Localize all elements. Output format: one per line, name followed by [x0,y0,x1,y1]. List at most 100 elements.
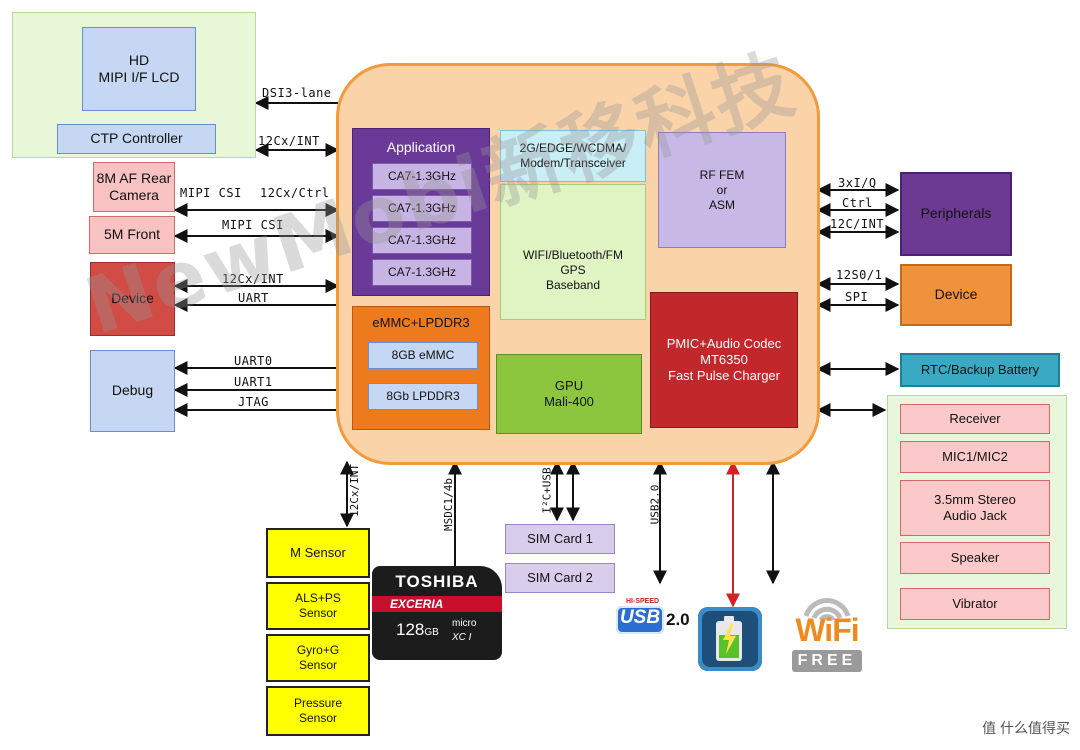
lpddr-box: 8Gb LPDDR3 [368,383,478,410]
sim-card-1-box: SIM Card 1 [505,524,615,554]
label-usb: USB2.0 [648,484,662,525]
receiver-box: Receiver [900,404,1050,434]
battery-glyph [698,607,762,671]
core-2-label: CA7-1.3GHz [387,201,457,215]
speaker-box: Speaker [900,542,1050,574]
sd-card-brand: TOSHIBA [395,572,479,591]
label-ctrl: Ctrl [842,196,873,210]
usb-logo-tag: HI-SPEED [626,598,660,605]
wifi-block: WIFI/Bluetooth/FM GPS Baseband [500,184,646,320]
wifi-line2: GPS [560,263,586,277]
usb-logo: HI-SPEED USB 2.0 [596,598,696,640]
emmc-label: 8GB eMMC [391,348,455,362]
label-msdc: MSDC1/4b [441,478,455,531]
label-uart: UART [238,291,269,305]
gyro-sensor-line2: Sensor [298,658,338,672]
emmc-box: 8GB eMMC [368,342,478,369]
rear-camera-line2: Camera [109,187,159,203]
core-3: CA7-1.3GHz [372,227,472,254]
label-spi: SPI [845,290,869,304]
pmic-line3: Fast Pulse Charger [668,368,780,384]
pressure-sensor-box: Pressure Sensor [266,686,370,736]
core-1-label: CA7-1.3GHz [387,169,457,183]
footer-logo: 值 什么值得买 [982,720,1070,736]
device-right-box: Device [900,264,1012,326]
rf-line2: or [716,182,728,197]
sd-card-line: EXCERIA [390,597,444,611]
pmic-block: PMIC+Audio Codec MT6350 Fast Pulse Charg… [650,292,798,428]
audio-jack-line2: Audio Jack [943,508,1007,523]
lpddr-label: 8Gb LPDDR3 [386,389,460,403]
device-right-label: Device [934,286,978,303]
sd-card-capacity-unit: GB [424,627,439,638]
receiver-label: Receiver [949,410,1001,426]
peripherals-box: Peripherals [900,172,1012,256]
rtc-label: RTC/Backup Battery [920,361,1040,377]
audio-jack-box: 3.5mm Stereo Audio Jack [900,480,1050,536]
sd-card-micro: micro [452,618,477,629]
als-sensor-line2: Sensor [298,606,338,620]
pmic-line2: MT6350 [700,351,748,367]
front-camera-box: 5M Front [89,216,175,254]
label-i2c-int-top: 12Cx/INT [258,134,320,148]
rf-line3: ASM [708,197,735,212]
battery-charge-icon [698,607,762,671]
hd-lcd-line1: HD [128,51,150,68]
gyro-sensor-box: Gyro+G Sensor [266,634,370,682]
core-2: CA7-1.3GHz [372,195,472,222]
core-3-label: CA7-1.3GHz [387,233,457,247]
label-i2c-int-dev: 12Cx/INT [222,272,284,286]
sim-card-2-label: SIM Card 2 [527,569,593,585]
wifi-waves-icon [803,598,851,622]
hd-lcd-line2: MIPI I/F LCD [98,69,180,85]
label-mipi-csi-2: MIPI CSI [222,218,284,232]
label-sensor-i2c: 12Cx/INT [347,464,361,517]
vibrator-label: Vibrator [952,595,998,611]
mic-box: MIC1/MIC2 [900,441,1050,473]
device-left-label: Device [111,290,154,307]
modem-block: 2G/EDGE/WCDMA/ Modem/Transceiver [500,130,646,182]
sd-card-band [372,596,502,612]
sim-card-1-label: SIM Card 1 [527,530,593,546]
core-4: CA7-1.3GHz [372,259,472,286]
speaker-label: Speaker [950,549,1000,565]
als-sensor-box: ALS+PS Sensor [266,582,370,630]
label-i2c-right: 12C/INT [830,217,885,231]
m-sensor-label: M Sensor [290,544,346,560]
pmic-line1: PMIC+Audio Codec [666,335,782,351]
pressure-sensor-line2: Sensor [298,711,338,725]
rf-block: RF FEM or ASM [658,132,786,248]
audio-jack-line1: 3.5mm Stereo [934,491,1016,507]
debug-box: Debug [90,350,175,432]
sd-card-capacity: 128GB [396,620,439,640]
label-iq: 3xI/Q [838,176,877,190]
rear-camera-line1: 8M AF Rear [96,169,172,186]
gyro-sensor-line1: Gyro+G [296,643,340,657]
rear-camera-box: 8M AF Rear Camera [93,162,175,212]
rtc-box: RTC/Backup Battery [900,353,1060,387]
modem-line1: 2G/EDGE/WCDMA/ [519,141,627,155]
usb-logo-version: 2.0 [666,610,690,629]
gpu-line2: Mali-400 [544,394,594,409]
sim-card-2-box: SIM Card 2 [505,563,615,593]
ctp-controller-label: CTP Controller [90,130,183,147]
label-jtag: JTAG [238,395,269,409]
label-sim-bus: I²C+USB [540,467,554,514]
sd-card-capacity-number: 128 [396,620,425,639]
rf-line1: RF FEM [699,167,745,182]
usb-logo-text: USB [619,607,661,628]
ctp-controller-box: CTP Controller [57,124,216,154]
application-title: Application [386,139,456,155]
wifi-line3: Baseband [545,278,601,292]
label-uart0: UART0 [234,354,273,368]
gpu-line1: GPU [554,377,584,393]
hd-lcd-box: HD MIPI I/F LCD [82,27,196,111]
device-left-box: Device [90,262,175,336]
wifi-line1: WIFI/Bluetooth/FM [522,248,624,262]
label-uart1: UART1 [234,375,273,389]
label-i2s: 12S0/1 [836,268,883,282]
pressure-sensor-line1: Pressure [293,696,343,710]
wifi-logo-sub: FREE [792,650,862,672]
mic-label: MIC1/MIC2 [942,448,1008,464]
